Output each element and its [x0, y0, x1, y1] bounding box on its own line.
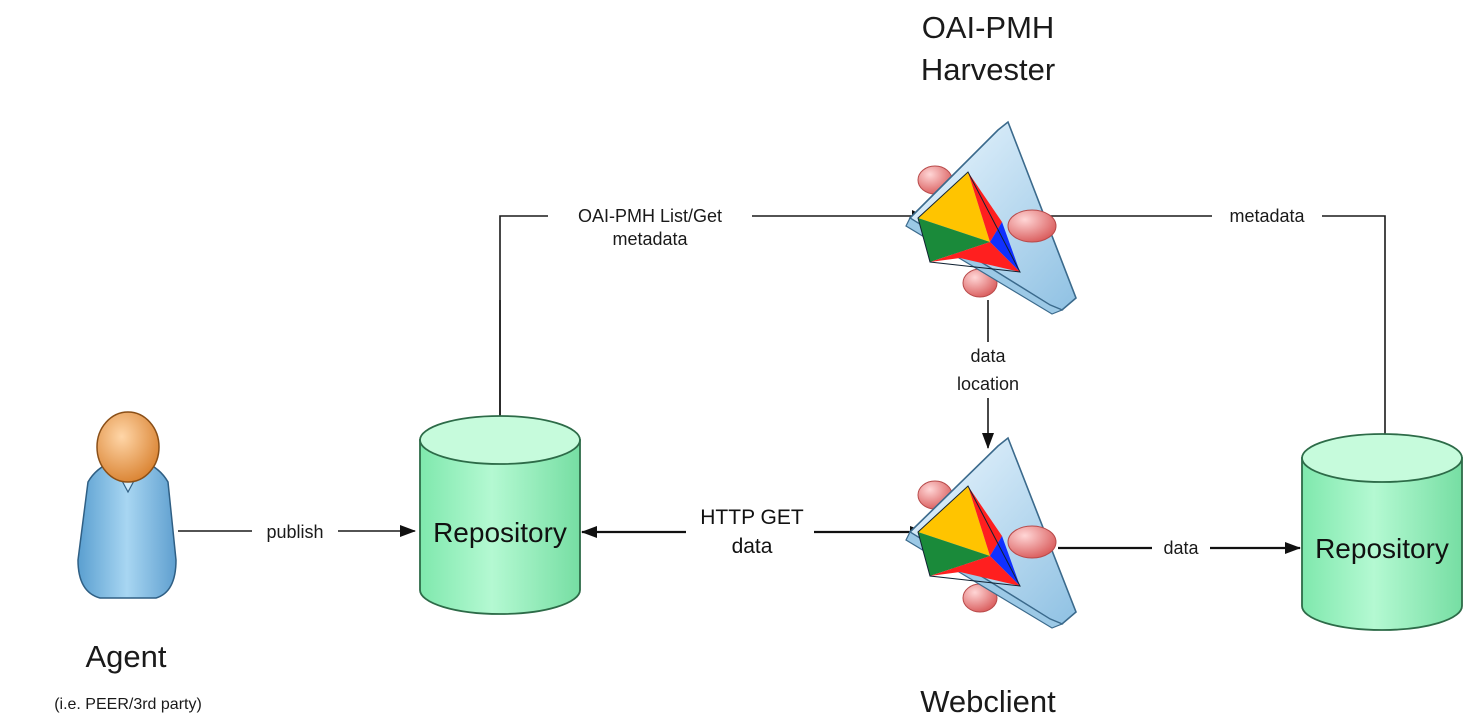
harvester-application-icon: [905, 120, 1077, 315]
webclient-application-icon: [905, 436, 1077, 629]
edge-oai-request: [494, 210, 924, 451]
data-location-label-bg: [944, 342, 1034, 398]
publish-label-bg: [252, 518, 338, 544]
agent-person-icon: [77, 411, 177, 599]
repository-right-cylinder: [1301, 433, 1463, 631]
harvester-title-line2: Harvester: [921, 52, 1055, 87]
http-get-label-line2: data: [732, 535, 773, 558]
metadata-label-bg: [1212, 204, 1322, 228]
repository-left-cylinder: [419, 415, 581, 615]
data-location-label-line2: location: [957, 374, 1019, 394]
data-label-bg: [1152, 536, 1210, 560]
repository-left-label: Repository: [433, 517, 567, 548]
oai-request-label-line2: metadata: [612, 229, 688, 249]
oai-request-label-line1: OAI-PMH List/Get: [578, 206, 722, 226]
edge-metadata: [1050, 215, 1391, 466]
oai-request-label-bg: [548, 202, 752, 226]
webclient-title: Webclient: [920, 684, 1056, 717]
http-get-label-bg: [686, 500, 814, 562]
publish-label: publish: [266, 522, 323, 542]
metadata-label: metadata: [1229, 206, 1305, 226]
agent-title: Agent: [85, 639, 166, 674]
harvester-title-line1: OAI-PMH: [922, 10, 1055, 45]
repository-right-label: Repository: [1315, 533, 1449, 564]
data-location-label-line1: data: [970, 346, 1006, 366]
data-label: data: [1163, 538, 1199, 558]
agent-subtitle: (i.e. PEER/3rd party): [54, 696, 202, 713]
http-get-label-line1: HTTP GET: [700, 506, 804, 529]
